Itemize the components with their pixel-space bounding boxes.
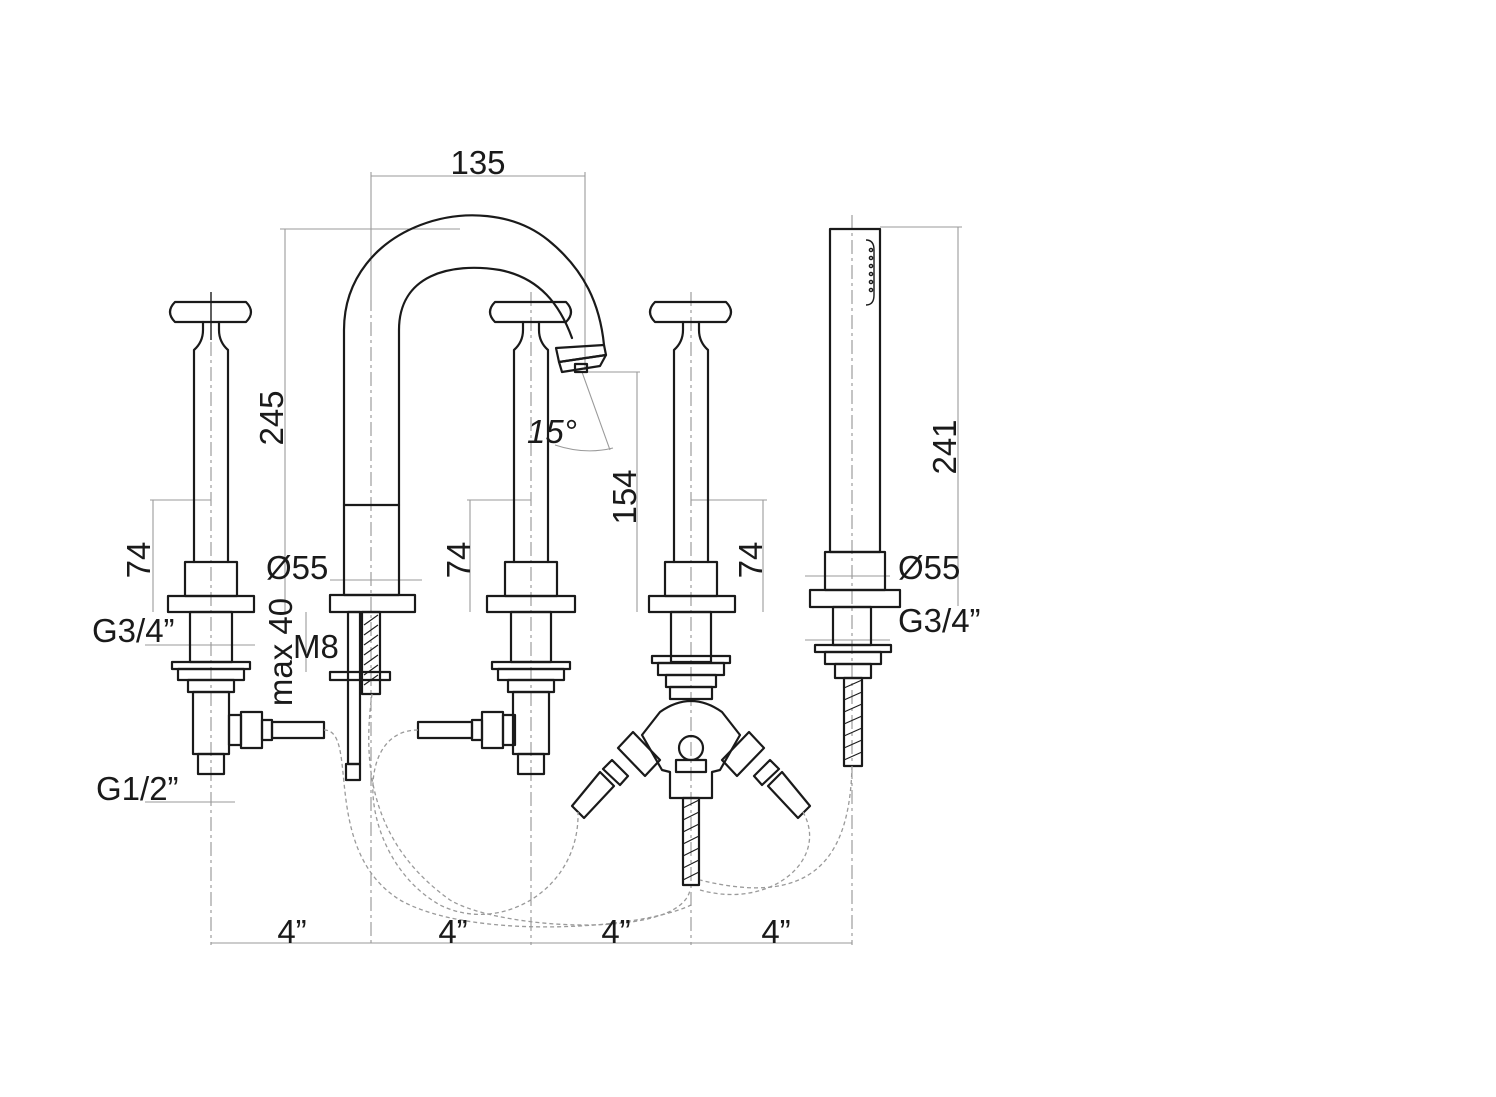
left-cross-handle-valve	[166, 292, 326, 776]
label-inlet-thread: G1/2”	[96, 770, 179, 807]
label-deck-thickness: max 40	[262, 598, 299, 706]
shower-nozzles	[868, 247, 874, 293]
label-spacing-1: 4”	[277, 913, 306, 950]
label-spout-angle: 15°	[527, 413, 577, 450]
spout-hose-braid	[363, 614, 379, 686]
label-spout-reach: 135	[450, 144, 505, 181]
label-spout-base-diameter: Ø55	[266, 549, 328, 586]
label-spacing-2: 4”	[438, 913, 467, 950]
dimension-labels: 135 245 15° 154 241 74 74 74 Ø55 Ø55 G3/…	[92, 144, 981, 950]
label-handle-height-left: 74	[120, 542, 157, 579]
connection-hoses	[323, 693, 853, 928]
hand-shower	[808, 227, 902, 768]
middle-cross-handle-valve	[416, 300, 577, 776]
label-shower-height: 241	[926, 419, 963, 474]
label-spout-height: 245	[253, 390, 290, 445]
right-cross-handle-valve	[570, 300, 812, 887]
gooseneck-spout	[328, 214, 608, 782]
label-spacing-3: 4”	[601, 913, 630, 950]
center-lines	[210, 172, 853, 945]
label-stud-thread: M8	[293, 628, 339, 665]
label-thread-left: G3/4”	[92, 612, 175, 649]
dimension-lines	[145, 172, 962, 944]
shower-hose-braid	[843, 679, 863, 761]
label-handle-height-right: 74	[732, 542, 769, 579]
diverter-hose-braid	[682, 799, 700, 881]
label-shower-base-diameter: Ø55	[898, 549, 960, 586]
label-thread-shower: G3/4”	[898, 602, 981, 639]
label-handle-height-middle: 74	[440, 542, 477, 579]
label-spout-outlet-height: 154	[606, 469, 643, 524]
label-spacing-4: 4”	[761, 913, 790, 950]
